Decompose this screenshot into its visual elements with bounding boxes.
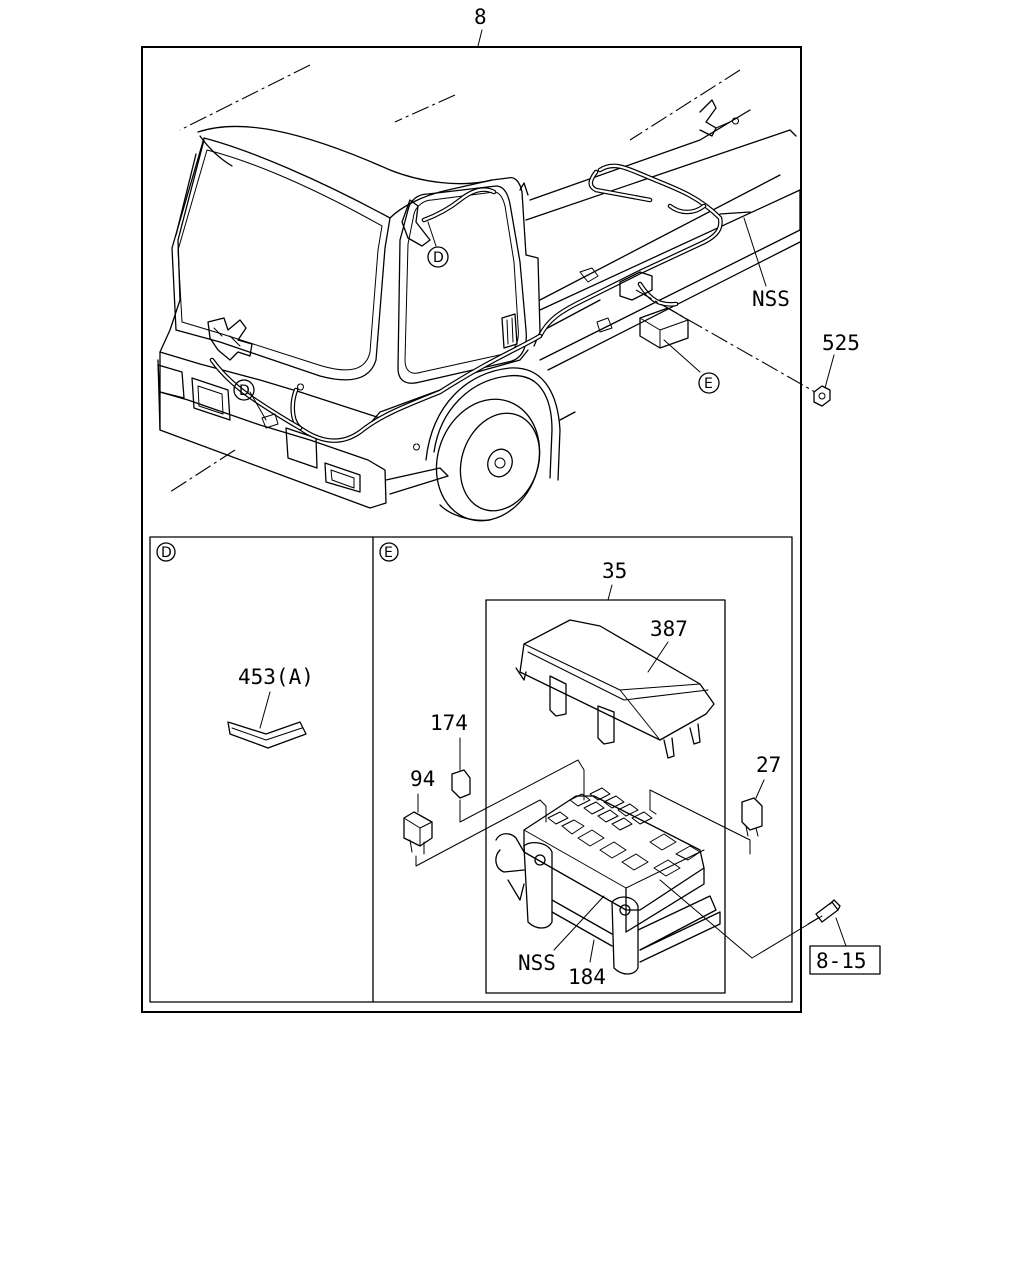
panel-d-marker: D — [161, 545, 172, 561]
part-453a-leader — [259, 691, 271, 729]
detail-e-leader — [663, 339, 701, 373]
relay-174 — [451, 769, 471, 799]
main-frame — [141, 46, 802, 1013]
part-35-leader — [607, 584, 613, 601]
panel-d-marker-circle — [156, 542, 176, 562]
relay-94 — [403, 811, 433, 847]
part-27-label: 27 — [756, 753, 781, 777]
detail-frame — [149, 536, 793, 1003]
ref-8-15-label[interactable]: 8-15 — [816, 949, 867, 973]
part-453a-label: 453(A) — [238, 665, 314, 689]
panel-e-marker-circle — [379, 542, 399, 562]
ref-8-label: 8 — [474, 5, 487, 29]
ref-8-15-leader — [835, 917, 847, 947]
detail-d-marker-2: D — [233, 379, 255, 401]
fuse-27 — [741, 797, 763, 831]
part-387-leader — [647, 641, 669, 673]
nut-525 — [813, 385, 831, 407]
part-27-leader — [755, 779, 765, 799]
ref-8-leader — [477, 29, 483, 47]
panel-e-marker: E — [384, 545, 393, 561]
fuse-box-cover-387 — [515, 619, 715, 759]
truck-illustration — [157, 64, 835, 522]
bolt-leader — [659, 879, 823, 959]
part-184-leader — [589, 939, 595, 963]
detail-d-marker-1: D — [427, 246, 449, 268]
panel-e: E 35 387 — [379, 542, 881, 994]
part-94-path — [415, 799, 547, 867]
part-174-path — [459, 759, 585, 823]
detail-d2-leader — [249, 391, 267, 421]
part-174-label: 174 — [430, 711, 468, 735]
nss-top-label: NSS — [752, 287, 790, 311]
ref-8-15-box[interactable] — [809, 945, 881, 975]
part-184-label: 184 — [568, 965, 606, 989]
part-525-label: 525 — [822, 331, 860, 355]
fuse-box-frame — [485, 599, 726, 994]
detail-d1-leader — [427, 221, 437, 247]
panel-d: D 453(A) — [156, 542, 314, 749]
wiring-harness — [207, 99, 739, 451]
part-35-label: 35 — [602, 559, 627, 583]
part-94-label: 94 — [410, 767, 435, 791]
nss-bottom-leader — [553, 895, 605, 951]
part-27-path — [649, 789, 751, 855]
svg-text:D: D — [433, 250, 444, 266]
svg-text:E: E — [704, 376, 713, 392]
part-453a-shape — [227, 721, 307, 749]
bolt-8-15 — [807, 899, 841, 925]
detail-e-marker: E — [698, 372, 720, 394]
nut-525-leader — [824, 354, 835, 389]
part-387-label: 387 — [650, 617, 688, 641]
fuse-box-base-184 — [495, 787, 721, 975]
nss-top-leader — [743, 217, 767, 287]
svg-text:D: D — [239, 383, 250, 399]
nss-bottom-label: NSS — [518, 951, 556, 975]
nut-525-dashline — [635, 289, 816, 393]
